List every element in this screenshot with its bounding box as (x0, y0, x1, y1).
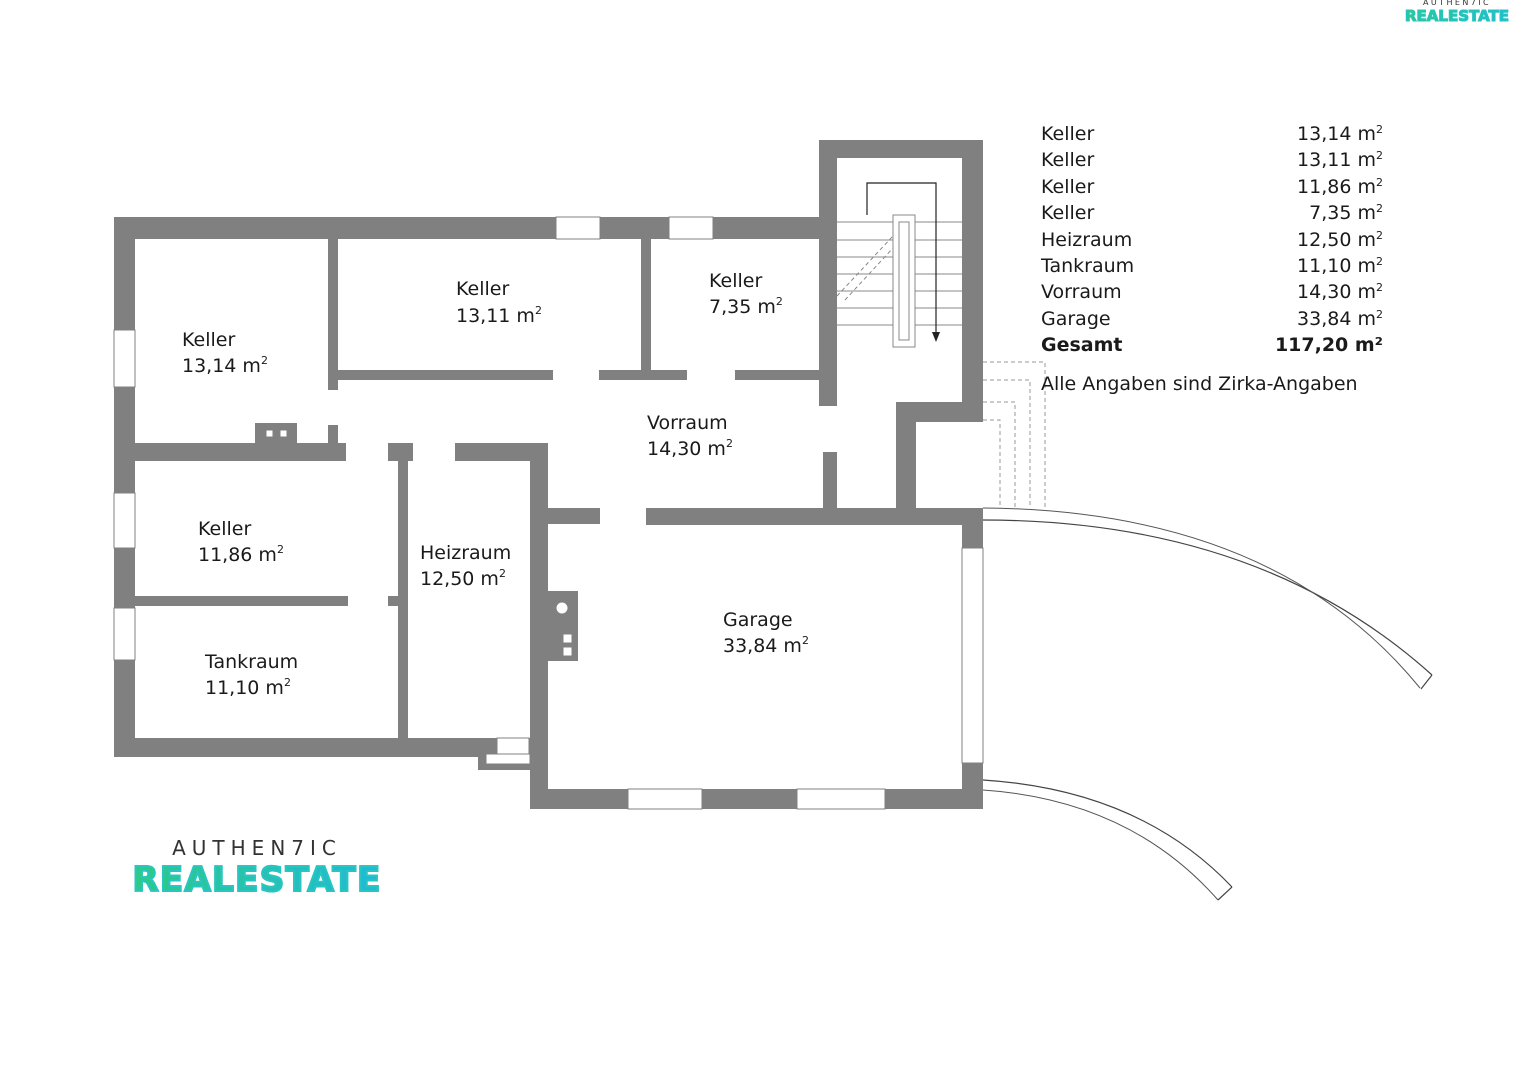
room-area: 13,14 m2 (182, 354, 268, 377)
staircase (836, 182, 962, 348)
wall-interior-2 (328, 370, 553, 380)
room-area: 33,84 m2 (723, 634, 809, 657)
room-labels: Keller 13,14 m2 Keller 13,11 m2 Keller 7… (182, 270, 809, 699)
brand-logo-bottom: REALESTATE (116, 859, 398, 901)
room-area: 7,35 m2 (709, 295, 783, 318)
wall-stair-right (962, 140, 983, 422)
wall-interior-9 (328, 425, 338, 461)
room-name: Keller (198, 518, 251, 540)
window (496, 737, 530, 755)
window (113, 607, 136, 661)
wall-interior-14 (388, 596, 408, 606)
wall-stair-bottom-left (896, 402, 916, 522)
window (113, 329, 136, 388)
room-area: 12,50 m2 (420, 567, 506, 590)
room-area: 14,30 m2 (647, 437, 733, 460)
wall-bottom-left (114, 738, 548, 757)
wall-interior-12 (455, 443, 548, 461)
wall-chimney (255, 423, 297, 445)
wall-top-left (114, 217, 832, 239)
windows (113, 216, 984, 810)
wall-interior-8 (135, 443, 346, 461)
wall-interior-11 (398, 443, 408, 738)
brand-logo-bottom: REALESTATE (1395, 7, 1517, 26)
wall-stair-bottom (896, 402, 983, 422)
room-name: Heizraum (420, 542, 511, 564)
room-area: 11,86 m2 (198, 543, 284, 566)
chimney-flue (279, 429, 288, 438)
wall-garage-top (646, 508, 983, 525)
room-name: Keller (709, 270, 762, 292)
room-name: Vorraum (647, 412, 728, 434)
wall-interior-6 (823, 237, 837, 405)
wall-interior-5 (735, 370, 825, 380)
disclaimer-note: Alle Angaben sind Zirka-Angaben (1041, 373, 1358, 395)
window (113, 492, 136, 549)
window (961, 547, 984, 764)
room-name: Keller (182, 329, 235, 351)
wall-interior-7 (823, 452, 837, 522)
brand-logo-corner: AUTHEN7IC REALESTATE (1395, 0, 1517, 26)
brand-logo-top: AUTHEN7IC (1423, 0, 1491, 7)
wall-left (114, 217, 135, 757)
wall-interior-1 (328, 237, 338, 390)
window (668, 216, 714, 240)
chimney-flue (562, 646, 573, 657)
window (627, 788, 703, 810)
chimney-flue (265, 429, 274, 438)
outdoor-steps (983, 361, 1046, 508)
brand-logo: AUTHEN7IC REALESTATE (116, 836, 398, 901)
driveway (982, 507, 1433, 901)
room-area: 13,11 m2 (456, 304, 542, 327)
room-area: 11,10 m2 (205, 676, 291, 699)
wall-garage-bottom (530, 789, 983, 809)
chimney-round (555, 601, 569, 615)
window (796, 788, 886, 810)
room-name: Garage (723, 609, 793, 631)
chimney-flue (562, 633, 573, 644)
window (555, 216, 601, 240)
room-name: Tankraum (204, 651, 298, 673)
window (485, 753, 531, 765)
wall-garage-left (530, 460, 548, 809)
wall-interior-13 (135, 596, 348, 606)
wall-stair-top (819, 140, 983, 158)
brand-logo-top: AUTHEN7IC (172, 836, 342, 860)
room-name: Keller (456, 278, 509, 300)
wall-interior-15 (548, 508, 600, 524)
wall-interior-4 (641, 237, 651, 380)
